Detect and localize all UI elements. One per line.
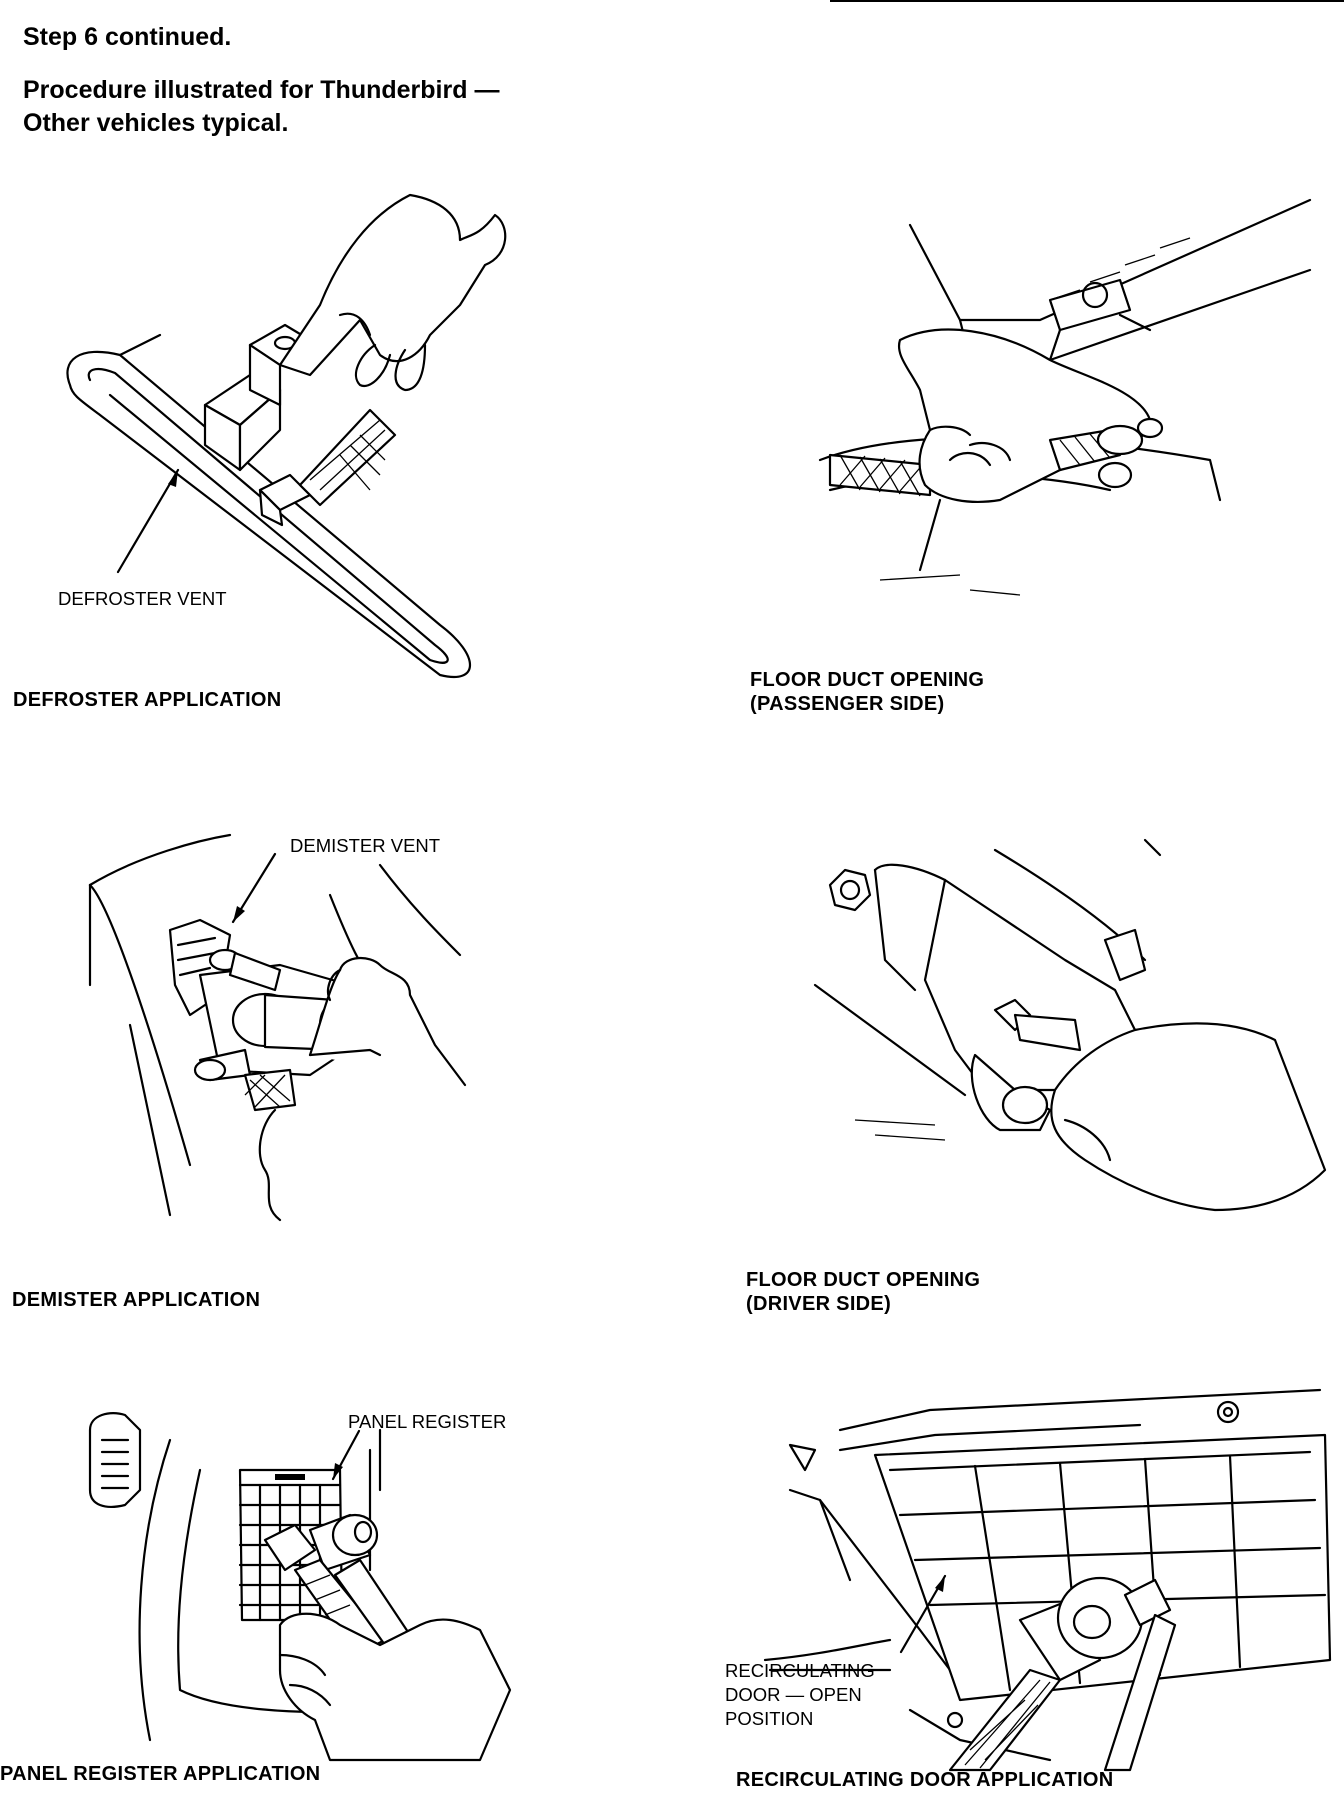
top-rule [830, 0, 1344, 2]
procedure-note-line-1: Procedure illustrated for Thunderbird — [23, 76, 500, 104]
floor-duct-passenger-caption-line-1: FLOOR DUCT OPENING [750, 669, 985, 691]
panel-register-caption: PANEL REGISTER APPLICATION [0, 1763, 321, 1785]
panel-register-illustration [80, 1410, 540, 1770]
demister-illustration [80, 825, 550, 1245]
defroster-vent-label: DEFROSTER VENT [58, 588, 227, 609]
floor-duct-driver-caption-line-1: FLOOR DUCT OPENING [746, 1269, 981, 1291]
panel-register-callout-line [325, 1425, 365, 1485]
defroster-caption: DEFROSTER APPLICATION [13, 689, 282, 711]
defroster-illustration [40, 195, 540, 675]
recirculating-door-caption: RECIRCULATING DOOR APPLICATION [736, 1769, 1114, 1791]
floor-duct-driver-illustration [815, 840, 1335, 1240]
step-heading: Step 6 continued. [23, 23, 232, 51]
recirculating-door-label-line-2: DOOR — OPEN [725, 1684, 862, 1705]
panel-register-label: PANEL REGISTER [348, 1411, 507, 1432]
recirculating-door-label-line-3: POSITION [725, 1708, 814, 1729]
demister-vent-label: DEMISTER VENT [290, 835, 441, 856]
defroster-callout-line [110, 460, 190, 580]
recirculating-callout-line [895, 1570, 955, 1660]
recirculating-door-label-line-1: RECIRCULATING [725, 1660, 875, 1681]
floor-duct-driver-caption-line-2: (DRIVER SIDE) [746, 1293, 892, 1315]
recirculating-door-illustration [760, 1370, 1340, 1770]
floor-duct-passenger-illustration [820, 200, 1320, 620]
floor-duct-passenger-caption-line-2: (PASSENGER SIDE) [750, 693, 945, 715]
procedure-note-line-2: Other vehicles typical. [23, 109, 289, 137]
demister-callout-line [225, 850, 285, 930]
demister-caption: DEMISTER APPLICATION [12, 1289, 261, 1311]
